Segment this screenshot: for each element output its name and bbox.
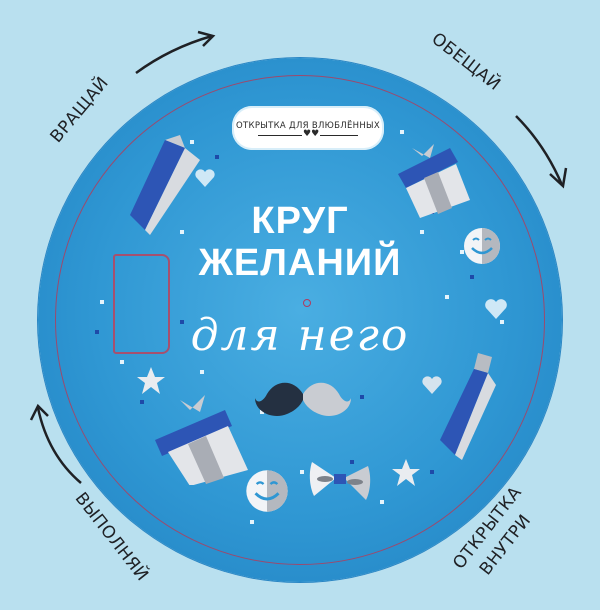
smiley-icon: [246, 470, 288, 512]
instruction-promise: ОБЕЩАЙ: [427, 28, 505, 96]
tie-icon: [440, 353, 496, 460]
gift-icon: [398, 144, 470, 218]
title-line-1: КРУГ: [251, 200, 349, 242]
bowtie-icon: [309, 462, 371, 500]
heart-icon: [195, 169, 215, 187]
subtitle-script: для него: [190, 310, 410, 361]
arrow-icon: [515, 115, 568, 189]
plaque-divider: ♥♥: [258, 129, 358, 139]
brand-plaque: ОТКРЫТКА ДЛЯ ВЛЮБЛЁННЫХ ♥♥: [232, 106, 384, 150]
instruction-rotate: ВРАЩАЙ: [46, 73, 113, 147]
heart-icon: [422, 376, 442, 394]
center-pin: [303, 299, 311, 307]
inner-ring: [55, 75, 545, 565]
tie-icon: [130, 135, 200, 235]
arrow-icon: [29, 403, 82, 484]
star-icon: [392, 459, 420, 486]
wheel-window-cutout: [113, 254, 170, 354]
arrow-icon: [135, 30, 216, 75]
heart-icon: ♥♥: [302, 128, 321, 139]
star-icon: [137, 367, 165, 394]
smiley-icon: [464, 228, 500, 264]
title-line-2: ЖЕЛАНИЙ: [198, 242, 402, 284]
brand-text: ОТКРЫТКА ДЛЯ ВЛЮБЛЁННЫХ: [236, 120, 380, 131]
heart-icon: [485, 299, 507, 319]
mustache-icon: [255, 382, 351, 417]
gift-icon: [155, 395, 248, 485]
